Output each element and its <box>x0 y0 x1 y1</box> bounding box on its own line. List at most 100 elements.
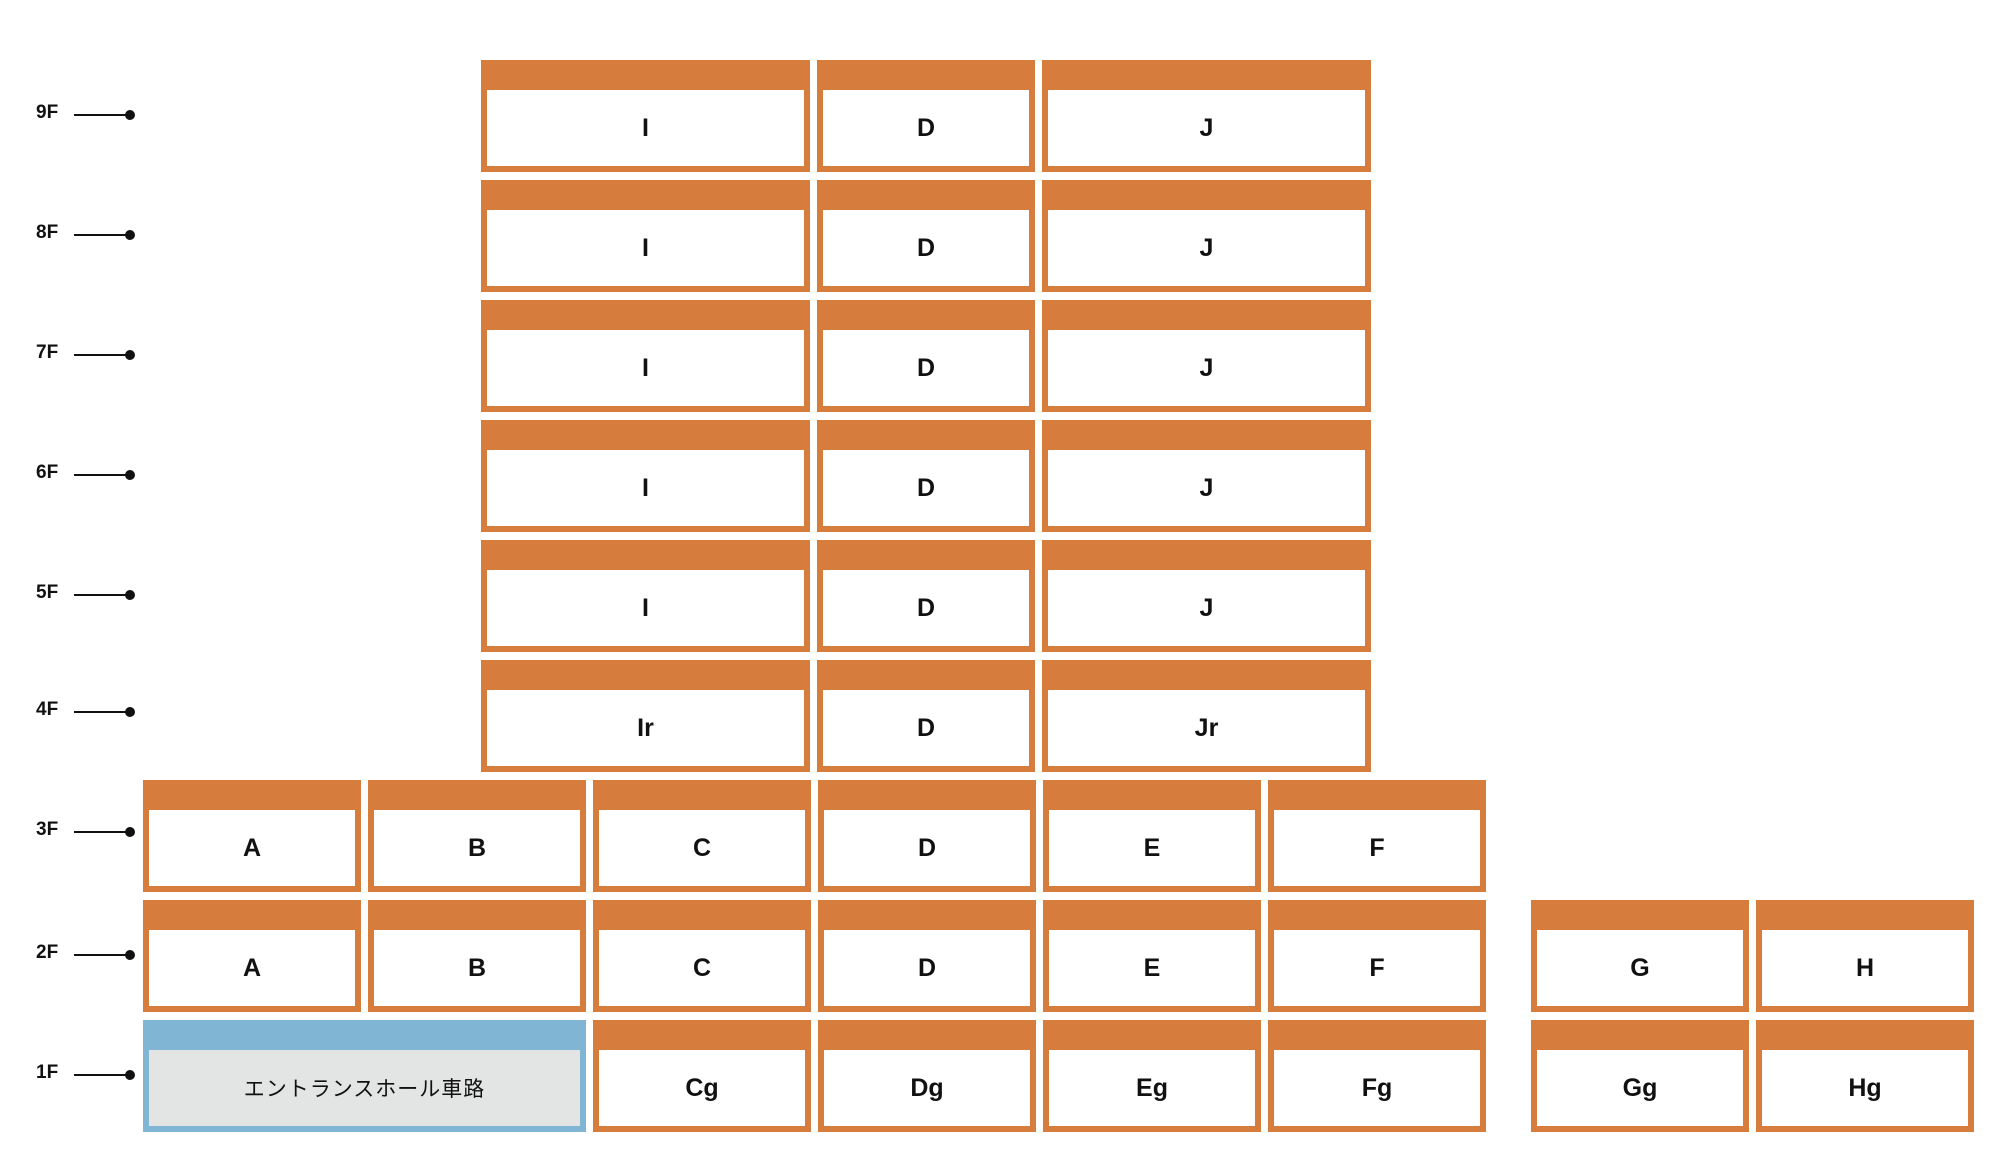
unit-label: Jr <box>1194 713 1219 742</box>
unit-label: D <box>916 233 936 262</box>
unit-5f-j[interactable]: J <box>1042 540 1371 652</box>
unit-label: I <box>642 113 649 142</box>
unit-3f-e[interactable]: E <box>1043 780 1261 892</box>
leader-line-7f <box>74 354 130 356</box>
unit-label: D <box>917 833 937 862</box>
unit-1f-gg[interactable]: Gg <box>1531 1020 1749 1132</box>
unit-5f-d[interactable]: D <box>817 540 1035 652</box>
unit-2f-e[interactable]: E <box>1043 900 1261 1012</box>
unit-7f-j[interactable]: J <box>1042 300 1371 412</box>
unit-8f-i[interactable]: I <box>481 180 810 292</box>
floor-label-4f: 4F <box>36 699 59 720</box>
unit-label: G <box>1630 953 1650 982</box>
unit-3f-b[interactable]: B <box>368 780 586 892</box>
unit-1f-hg[interactable]: Hg <box>1756 1020 1974 1132</box>
leader-line-3f <box>74 831 130 833</box>
unit-3f-f[interactable]: F <box>1268 780 1486 892</box>
leader-line-6f <box>74 474 130 476</box>
unit-3f-d[interactable]: D <box>818 780 1036 892</box>
unit-6f-j[interactable]: J <box>1042 420 1371 532</box>
unit-label: D <box>916 593 936 622</box>
leader-dot-8f <box>125 230 135 240</box>
unit-label: I <box>642 473 649 502</box>
unit-label: Fg <box>1361 1073 1393 1102</box>
unit-5f-i[interactable]: I <box>481 540 810 652</box>
leader-dot-4f <box>125 707 135 717</box>
leader-dot-9f <box>125 110 135 120</box>
unit-label: Gg <box>1622 1073 1658 1102</box>
leader-line-4f <box>74 711 130 713</box>
unit-label: E <box>1143 833 1161 862</box>
unit-label: D <box>916 353 936 382</box>
floor-label-5f: 5F <box>36 582 59 603</box>
leader-line-8f <box>74 234 130 236</box>
unit-label: I <box>642 593 649 622</box>
unit-7f-d[interactable]: D <box>817 300 1035 412</box>
unit-label: B <box>467 953 487 982</box>
floor-label-2f: 2F <box>36 942 59 963</box>
floor-label-1f: 1F <box>36 1062 59 1083</box>
unit-2f-a[interactable]: A <box>143 900 361 1012</box>
unit-label: B <box>467 833 487 862</box>
unit-label: D <box>916 473 936 502</box>
leader-line-9f <box>74 114 130 116</box>
leader-line-2f <box>74 954 130 956</box>
unit-9f-d[interactable]: D <box>817 60 1035 172</box>
unit-3f-c[interactable]: C <box>593 780 811 892</box>
unit-2f-d[interactable]: D <box>818 900 1036 1012</box>
unit-label: Eg <box>1136 1073 1168 1102</box>
unit-1f-cg[interactable]: Cg <box>593 1020 811 1132</box>
unit-label: Cg <box>685 1073 719 1102</box>
unit-label: I <box>642 233 649 262</box>
unit-4f-d[interactable]: D <box>817 660 1035 772</box>
unit-label: D <box>916 713 936 742</box>
unit-label: D <box>916 113 936 142</box>
leader-dot-5f <box>125 590 135 600</box>
floor-label-8f: 8F <box>36 222 59 243</box>
unit-1f-entrance[interactable]: エントランスホール車路 <box>143 1020 586 1132</box>
unit-1f-fg[interactable]: Fg <box>1268 1020 1486 1132</box>
unit-2f-f[interactable]: F <box>1268 900 1486 1012</box>
unit-label: E <box>1143 953 1161 982</box>
unit-label: Dg <box>910 1073 944 1102</box>
unit-label: J <box>1199 353 1214 382</box>
unit-2f-h[interactable]: H <box>1756 900 1974 1012</box>
leader-dot-3f <box>125 827 135 837</box>
unit-8f-d[interactable]: D <box>817 180 1035 292</box>
unit-label: J <box>1199 473 1214 502</box>
floor-label-6f: 6F <box>36 462 59 483</box>
unit-label: C <box>692 953 712 982</box>
unit-label: J <box>1199 233 1214 262</box>
leader-dot-2f <box>125 950 135 960</box>
unit-7f-i[interactable]: I <box>481 300 810 412</box>
unit-2f-g[interactable]: G <box>1531 900 1749 1012</box>
unit-label: H <box>1855 953 1875 982</box>
unit-9f-j[interactable]: J <box>1042 60 1371 172</box>
unit-4f-jr[interactable]: Jr <box>1042 660 1371 772</box>
unit-6f-d[interactable]: D <box>817 420 1035 532</box>
unit-1f-eg[interactable]: Eg <box>1043 1020 1261 1132</box>
unit-1f-dg[interactable]: Dg <box>818 1020 1036 1132</box>
floor-label-7f: 7F <box>36 342 59 363</box>
unit-label: F <box>1369 953 1385 982</box>
leader-dot-1f <box>125 1070 135 1080</box>
leader-dot-6f <box>125 470 135 480</box>
unit-label: A <box>242 833 262 862</box>
unit-6f-i[interactable]: I <box>481 420 810 532</box>
floor-label-9f: 9F <box>36 102 59 123</box>
unit-8f-j[interactable]: J <box>1042 180 1371 292</box>
unit-label: Ir <box>637 713 654 742</box>
unit-2f-c[interactable]: C <box>593 900 811 1012</box>
floor-label-3f: 3F <box>36 819 59 840</box>
unit-label: D <box>917 953 937 982</box>
unit-label: F <box>1369 833 1385 862</box>
unit-label: Hg <box>1848 1073 1882 1102</box>
leader-dot-7f <box>125 350 135 360</box>
unit-9f-i[interactable]: I <box>481 60 810 172</box>
unit-label: A <box>242 953 262 982</box>
unit-label: J <box>1199 113 1214 142</box>
unit-3f-a[interactable]: A <box>143 780 361 892</box>
unit-4f-ir[interactable]: Ir <box>481 660 810 772</box>
unit-label: C <box>692 833 712 862</box>
unit-2f-b[interactable]: B <box>368 900 586 1012</box>
